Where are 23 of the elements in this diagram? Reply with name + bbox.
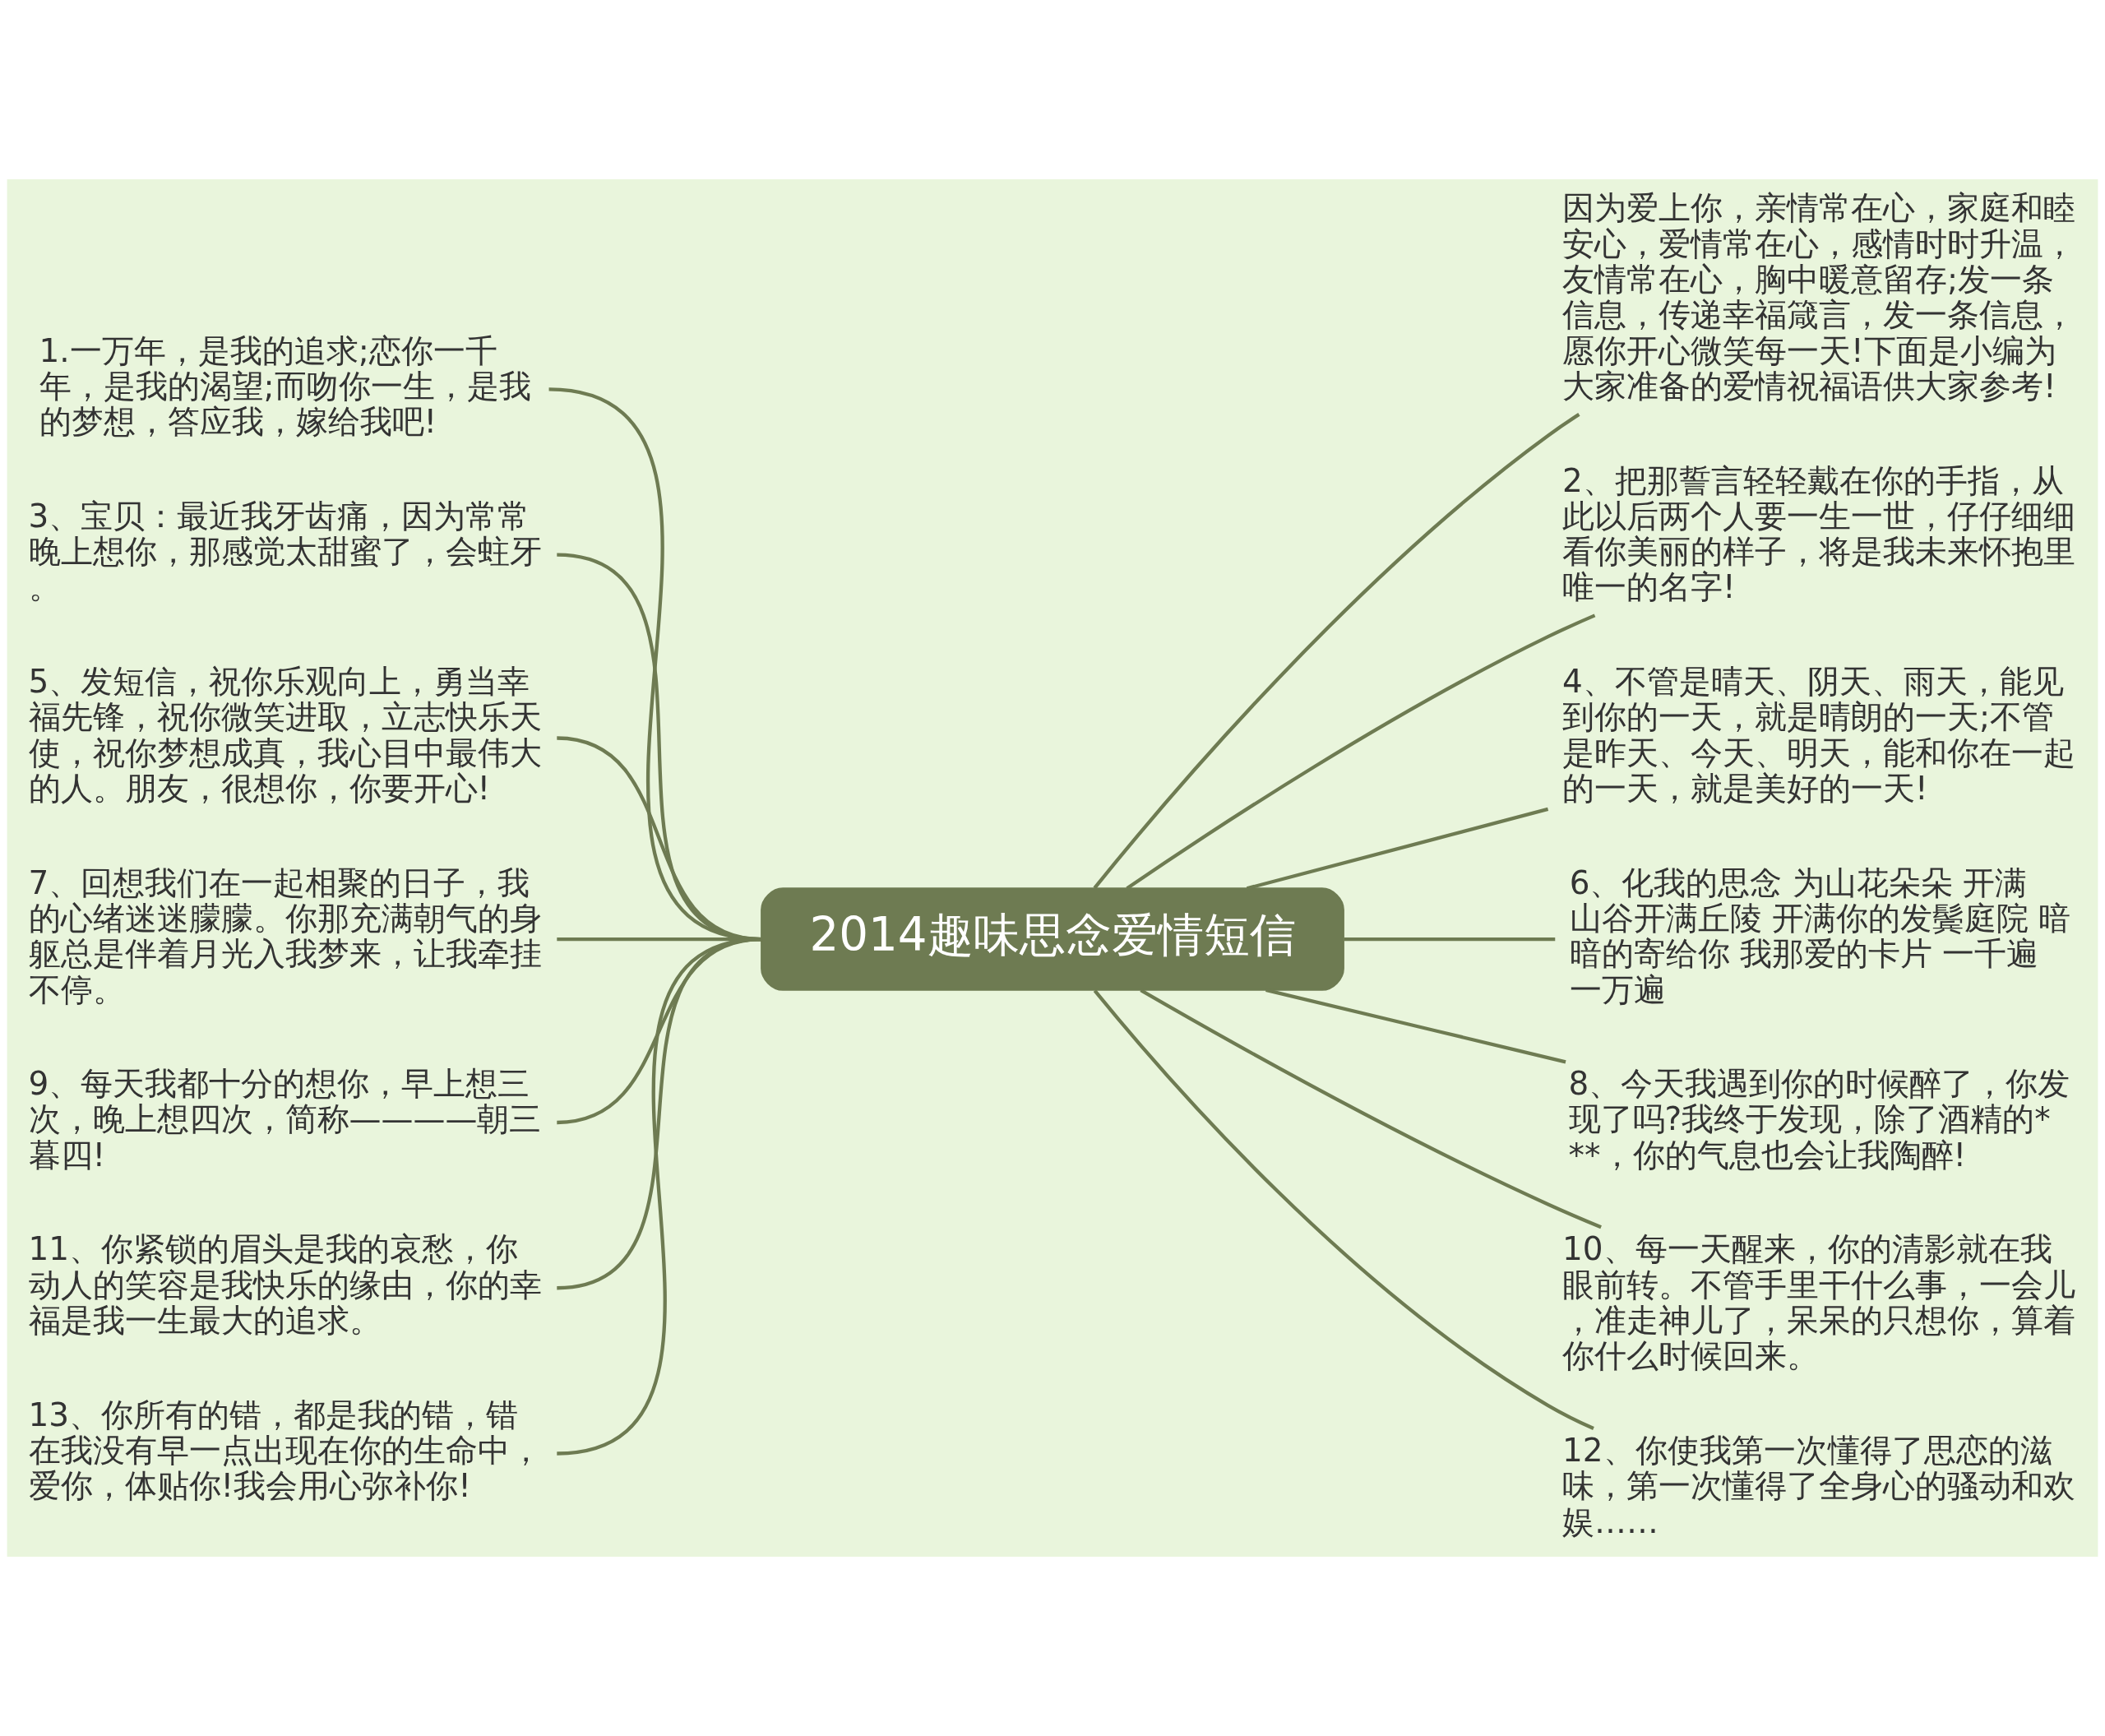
node-text: 8、今天我遇到你的时候醉了，你发现了吗?我终于发现，除了酒精的***，你的气息也会让我陶醉! (1568, 1065, 2070, 1174)
connector (1265, 988, 1566, 1064)
node-text: 12、你使我第一次懂得了思恋的滋味，第一次懂得了全身心的骚动和欢娱…… (1562, 1432, 2076, 1540)
node-text: 6、化我的思念 为山花朵朵 开满山谷开满丘陵 开满你的发鬓庭院 暗暗的寄给你 我那爱的卡片 一千遍一万遍 (1569, 863, 2071, 1008)
connector (1126, 613, 1596, 891)
connector (1093, 989, 1594, 1430)
node-text: 7、回想我们在一起相聚的日子，我的心绪迷迷朦朦。你那充满朝气的身躯总是伴着月光入我梦来，让我牵挂不停。 (28, 863, 542, 1008)
connector (1140, 988, 1602, 1229)
node-text: 9、每天我都十分的想你，早上想三次，晚上想四次，简称————朝三暮四! (28, 1065, 542, 1174)
node-text: 4、不管是晴天、阴天、雨天，能见到你的一天，就是晴朗的一天;不管是昨天、今天、明天，能和你在一起的一天，就是美好的一天! (1562, 663, 2076, 807)
node-text: 13、你所有的错，都是我的错，错在我没有早一点出现在你的生命中，爱你，体贴你!我会用心弥补你! (28, 1396, 542, 1505)
node-text: 10、每一天醒来，你的清影就在我眼前转。不管手里干什么事，一会儿，准走神儿了，呆呆的只想你，算着你什么时候回来。 (1562, 1230, 2076, 1375)
node-text: 3、宝贝：最近我牙齿痛，因为常常晚上想你，那感觉太甜蜜了，会蛀牙。 (28, 497, 542, 606)
node-text: 11、你紧锁的眉头是我的哀愁，你动人的笑容是我快乐的缘由，你的幸福是我一生最大的追求。 (28, 1230, 542, 1340)
node-text: 因为爱上你，亲情常在心，家庭和睦安心，爱情常在心，感情时时升温，友情常在心，胸中暖意留存;发一条信息，传递幸福箴言，发一条信息，愿你开心微笑每一天!下面是小编为大家准备的爱情祝福语供大家参考! (1562, 189, 2076, 405)
node-text: 5、发短信，祝你乐观向上，勇当幸福先锋，祝你微笑进取，立志快乐天使，祝你梦想成真，我心目中最伟大的人。朋友，很想你，你要开心! (28, 663, 542, 807)
node-text: 1.一万年，是我的追求;恋你一千年，是我的渴望;而吻你一生，是我的梦想，答应我，嫁给我吧! (39, 331, 531, 441)
node-text: 2、把那誓言轻轻戴在你的手指，从此以后两个人要一生一世，仔仔细细看你美丽的样子，将是我未来怀抱里唯一的名字! (1562, 461, 2076, 606)
connector (1344, 937, 1556, 942)
connector (1246, 807, 1549, 891)
connector (556, 937, 762, 1456)
node-box: 2014趣味思念爱情短信 (761, 887, 1344, 991)
connector (1093, 413, 1580, 890)
